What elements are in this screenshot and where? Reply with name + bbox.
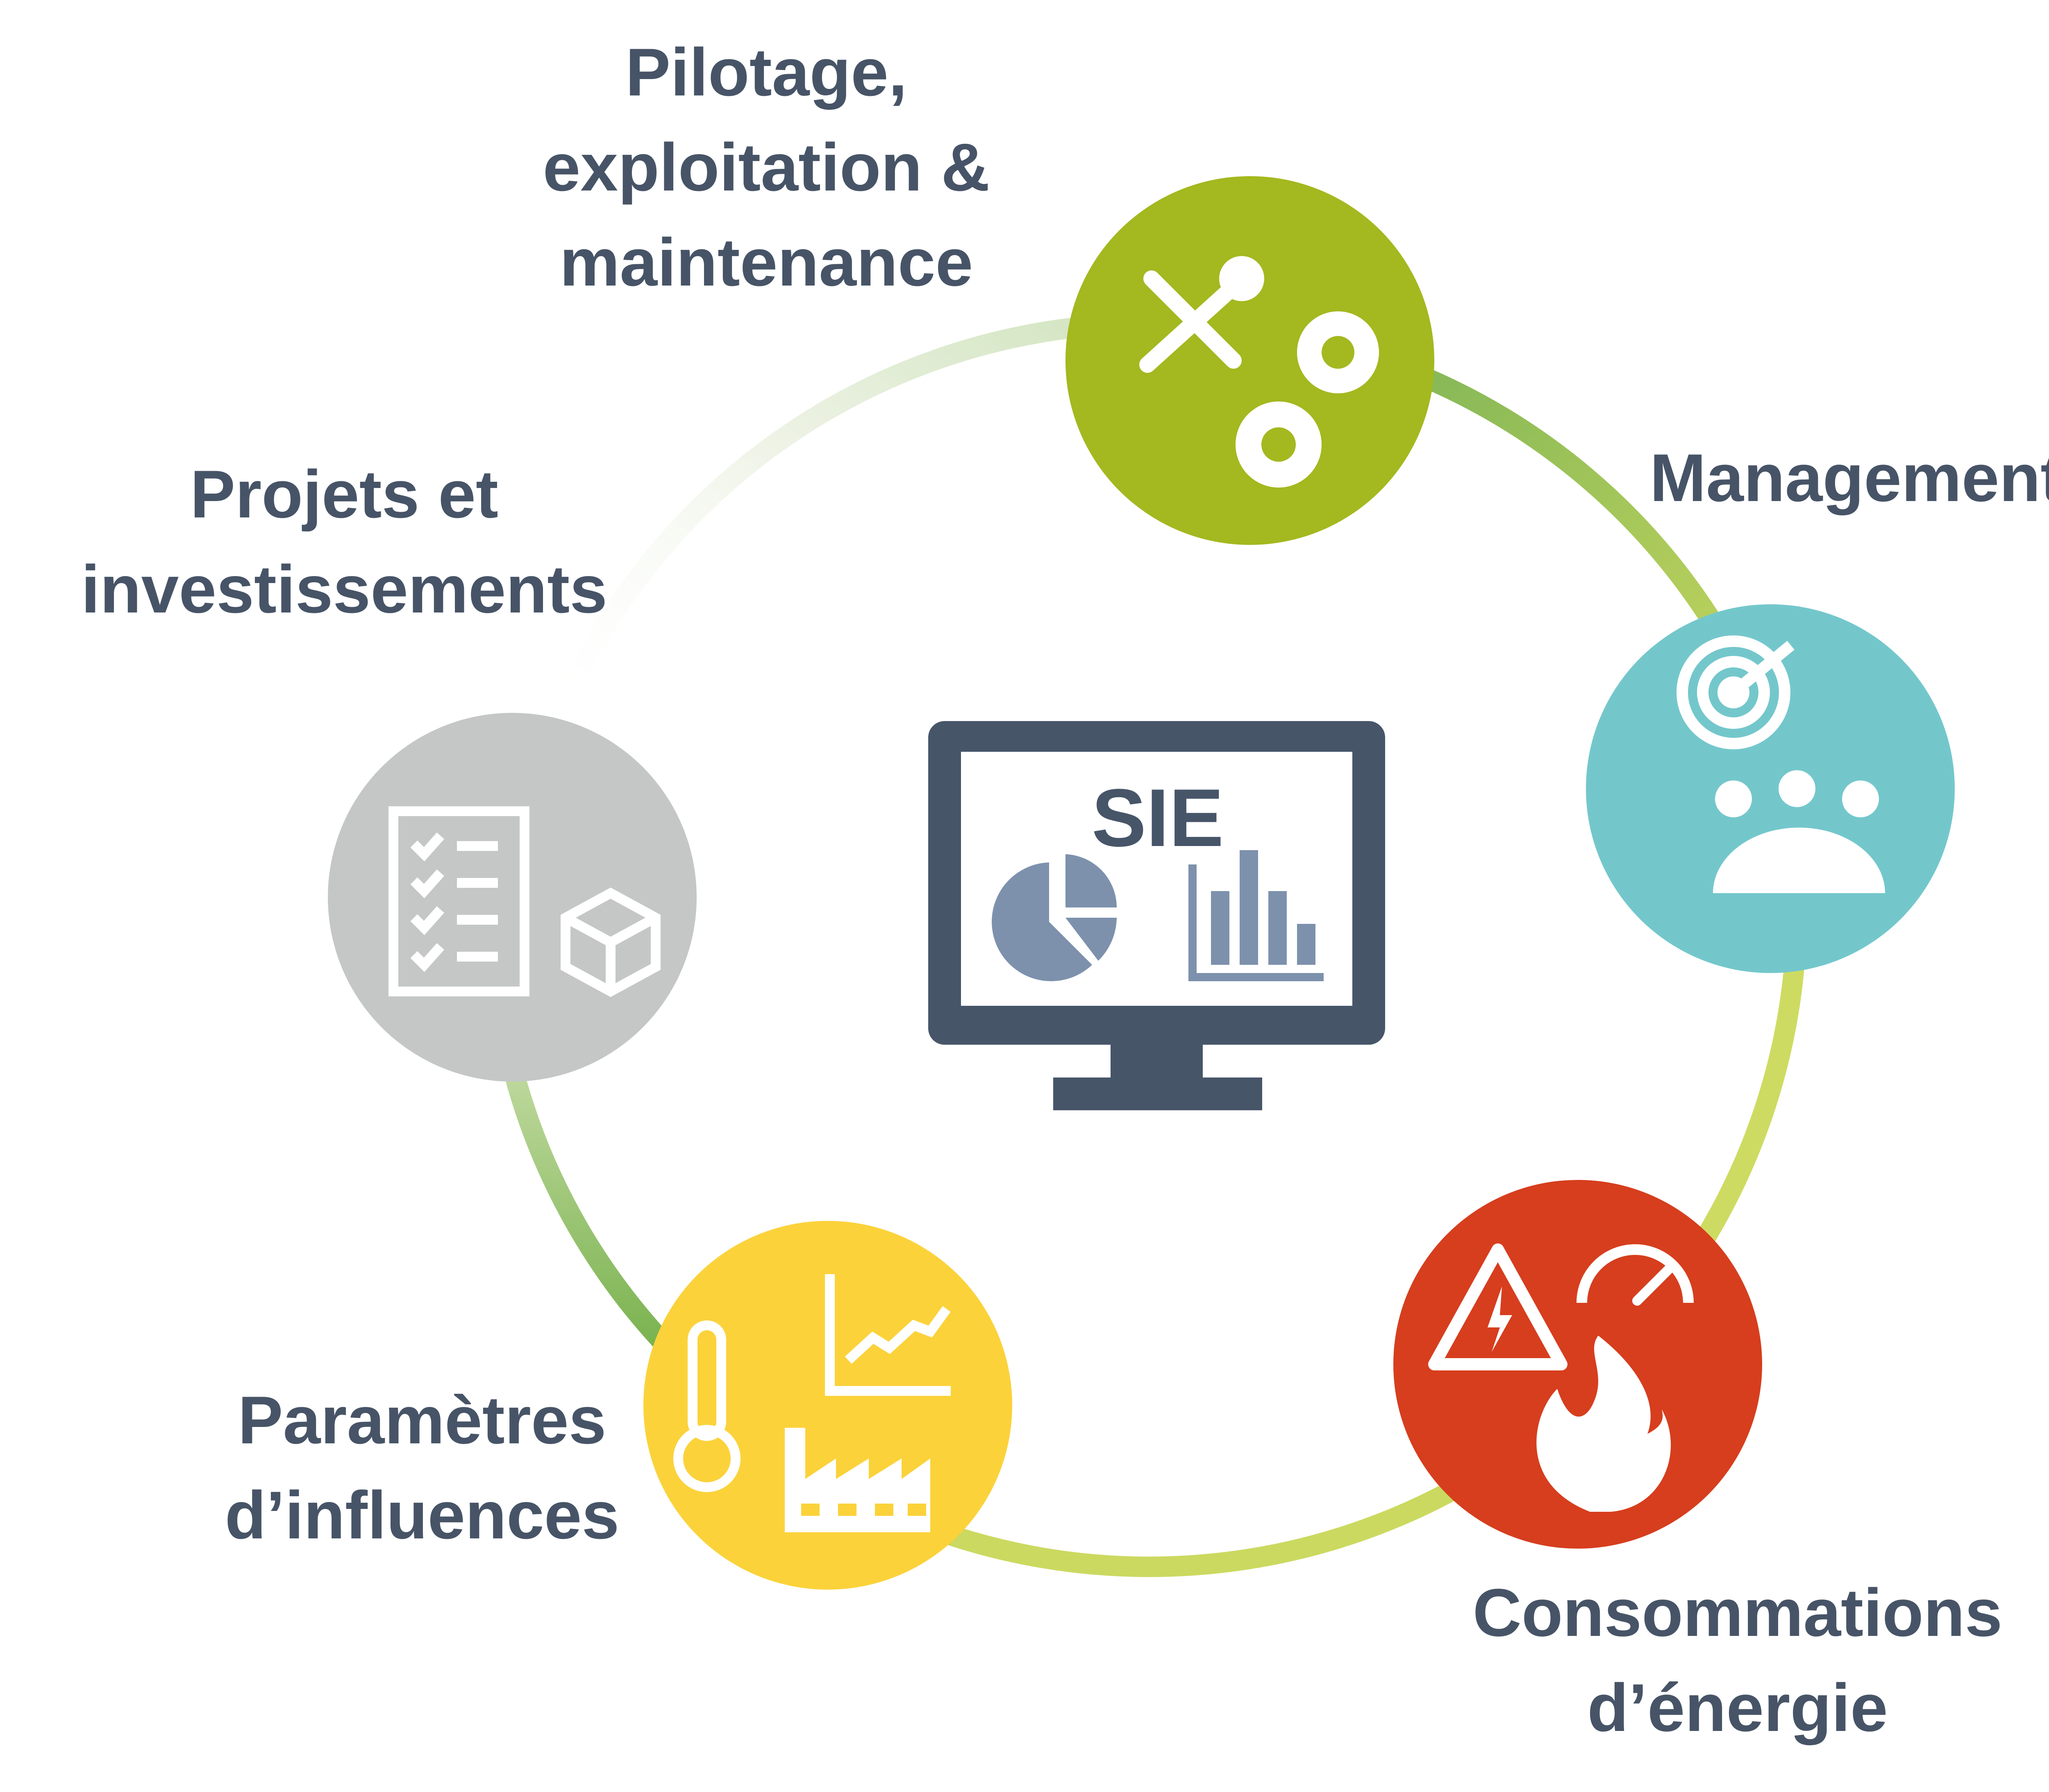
sie-monitor-icon <box>928 721 1385 1110</box>
ring-segment-top-left <box>555 318 1084 711</box>
node-projets <box>328 713 697 1082</box>
pie-chart-icon <box>992 854 1117 981</box>
node-management <box>1586 604 1955 973</box>
label-pilotage-line2: exploitation & <box>543 129 990 205</box>
target-team-icon <box>1676 635 1885 893</box>
ring-segment-bottom <box>920 1481 1461 1577</box>
ring-segment-top-right <box>1404 363 1723 633</box>
tools-gears-icon <box>1139 256 1379 488</box>
node-pilotage <box>1065 176 1434 545</box>
bar-chart-icon <box>1188 850 1324 981</box>
label-pilotage: Pilotage, exploitation & maintenance <box>422 25 1111 310</box>
ring-segment-left <box>506 1071 682 1362</box>
label-consommations: Consommations d’énergie <box>1402 1565 2049 1755</box>
label-pilotage-line3: maintenance <box>559 225 973 300</box>
label-projets-line1: Projets et <box>190 456 498 532</box>
checklist-box-icon <box>388 806 661 997</box>
connection-ring <box>506 318 1805 1577</box>
label-management: Management <box>1598 430 2049 525</box>
label-consommations-line2: d’énergie <box>1587 1670 1888 1745</box>
label-parametres-line2: d’influences <box>225 1477 620 1553</box>
label-parametres: Paramètres d’influences <box>156 1372 688 1563</box>
label-projets: Projets et investissements <box>37 447 652 637</box>
ring-segment-right <box>1690 948 1805 1256</box>
label-parametres-line1: Paramètres <box>238 1382 607 1458</box>
label-management-line1: Management <box>1649 440 2049 515</box>
label-consommations-line1: Consommations <box>1472 1575 2003 1650</box>
thermometer-chart-factory-icon <box>673 1274 951 1532</box>
energy-warning-gauge-flame-icon <box>1428 1243 1694 1512</box>
node-consommations <box>1393 1180 1762 1549</box>
label-projets-line2: investissements <box>81 551 607 627</box>
label-pilotage-line1: Pilotage, <box>625 34 907 110</box>
sie-label: SIE <box>1092 772 1224 864</box>
node-parametres <box>643 1221 1012 1590</box>
